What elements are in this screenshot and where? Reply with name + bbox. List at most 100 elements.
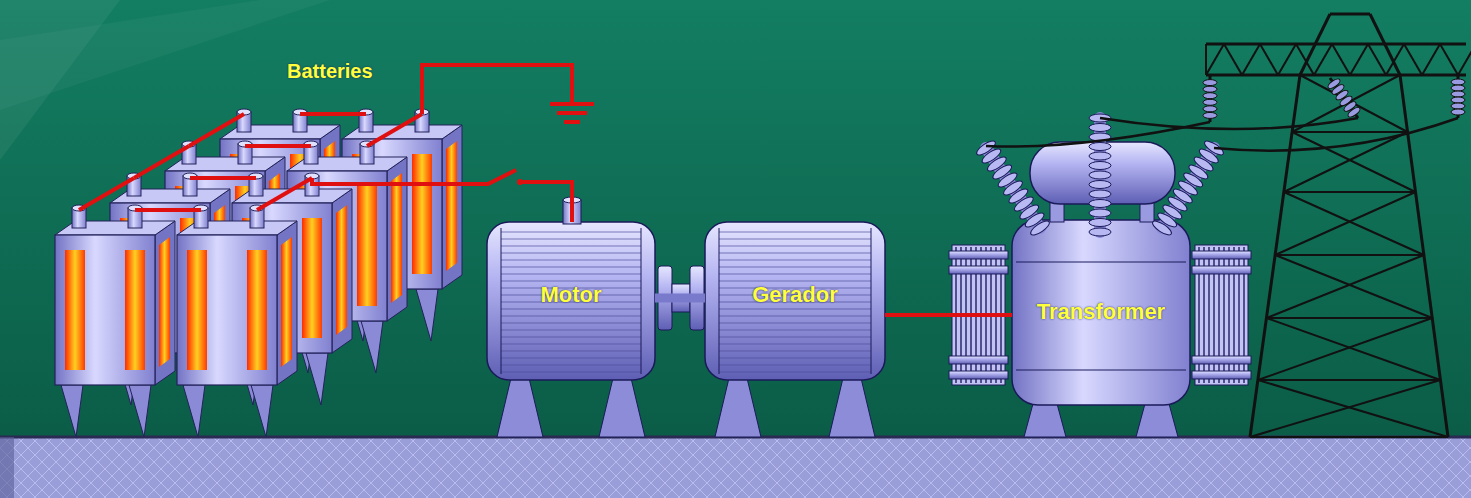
machine-rib (501, 336, 641, 337)
machine-rib (719, 371, 871, 372)
bushing-rib (975, 139, 998, 158)
power-line (1100, 118, 1358, 129)
machine-rib (501, 259, 641, 260)
insulator-disc (1451, 91, 1465, 97)
tower-strut (1292, 132, 1415, 192)
tower-strut (1266, 317, 1432, 319)
machine-rib (719, 252, 871, 253)
machine-leg (715, 378, 761, 437)
battery-link (367, 114, 422, 146)
battery-plate (247, 250, 267, 370)
battery-leg (129, 385, 151, 437)
generator-drawing (705, 222, 885, 437)
bushing-rib (1089, 143, 1111, 151)
ground-band (0, 437, 1471, 498)
battery-side (332, 189, 352, 353)
machine-leg (497, 378, 543, 437)
machine-rib (501, 315, 641, 316)
tower-strut (1422, 44, 1440, 75)
battery-side-plate (336, 205, 347, 335)
tower-strut (1292, 131, 1407, 133)
machine-rib (719, 336, 871, 337)
power-wire (470, 170, 572, 222)
insulator-disc (1203, 93, 1217, 99)
tower-strut (1404, 44, 1422, 75)
tower-strut (1296, 44, 1314, 75)
machine-rib (719, 350, 871, 351)
bushing-core (986, 148, 1040, 228)
battery-link (135, 208, 201, 212)
ground-wire (422, 65, 572, 114)
machine-rib (719, 322, 871, 323)
tower-strut (1260, 44, 1278, 75)
ground-symbol (557, 111, 587, 115)
transformer-tank (1012, 220, 1190, 405)
tower-strut (1266, 318, 1440, 380)
battery-side-plate (281, 237, 292, 367)
machine-body (705, 222, 885, 380)
battery-cell (177, 205, 297, 437)
battery-cell (55, 205, 175, 437)
insulator-disc (1203, 99, 1217, 105)
tower-strut (1284, 191, 1416, 193)
tower-strut (1258, 380, 1448, 437)
insulator-disc (1451, 97, 1465, 103)
tower-strut (1458, 44, 1471, 75)
machine-rib (501, 343, 641, 344)
tower-strut (1332, 44, 1350, 75)
tower-strut (1242, 44, 1260, 75)
insulator-disc (1451, 103, 1465, 109)
radiator-bar (949, 266, 1008, 274)
machine-rib (501, 364, 641, 365)
bushing-rib (1089, 190, 1111, 198)
battery-side (387, 157, 407, 321)
battery-leg (183, 385, 205, 437)
tower-strut (1275, 192, 1415, 255)
machine-end (719, 228, 720, 374)
battery-plate (302, 218, 322, 338)
battery-side (277, 221, 297, 385)
power-wire (885, 313, 1012, 317)
tank-seam (1016, 370, 1186, 371)
battery-bank (55, 109, 462, 437)
tower-strut (1292, 75, 1400, 132)
machine-rib (719, 259, 871, 260)
machine-end (501, 228, 502, 374)
tower-strut (1258, 379, 1441, 381)
battery-link (134, 146, 189, 178)
motor-drawing (487, 222, 655, 437)
machine-rib (501, 350, 641, 351)
ground-symbol (550, 102, 594, 106)
machine-rib (501, 273, 641, 274)
power-line (1214, 118, 1458, 151)
tower-strut (1206, 74, 1466, 77)
node-label: Transformer (1037, 300, 1165, 324)
battery-front (177, 235, 277, 385)
machine-end (871, 228, 872, 374)
tower-strut (1250, 380, 1440, 437)
bushing-rib (1089, 124, 1111, 132)
tank-seam (1016, 262, 1186, 263)
machine-rib (719, 357, 871, 358)
radiator-bar (1192, 251, 1251, 259)
machine-node: Gerador (705, 222, 885, 380)
tower-strut (1330, 13, 1370, 16)
node-label: Batteries (287, 60, 373, 82)
machine-rib (719, 273, 871, 274)
machine-rib (501, 245, 641, 246)
switch-contact (517, 179, 523, 185)
battery-leg (306, 353, 328, 405)
machine-leg (829, 378, 875, 437)
machine-rib (501, 357, 641, 358)
machine-rib (501, 252, 641, 253)
node-label: Gerador (752, 283, 838, 307)
machine-rib (719, 329, 871, 330)
battery-side-plate (159, 237, 170, 367)
battery-plate (412, 154, 432, 274)
tower-strut (1284, 192, 1424, 255)
battery-side-plate (391, 173, 402, 303)
bushing-rib (1089, 171, 1111, 179)
tower-strut (1440, 44, 1458, 75)
insulator-disc (1451, 79, 1465, 85)
insulator-disc (1347, 106, 1362, 119)
